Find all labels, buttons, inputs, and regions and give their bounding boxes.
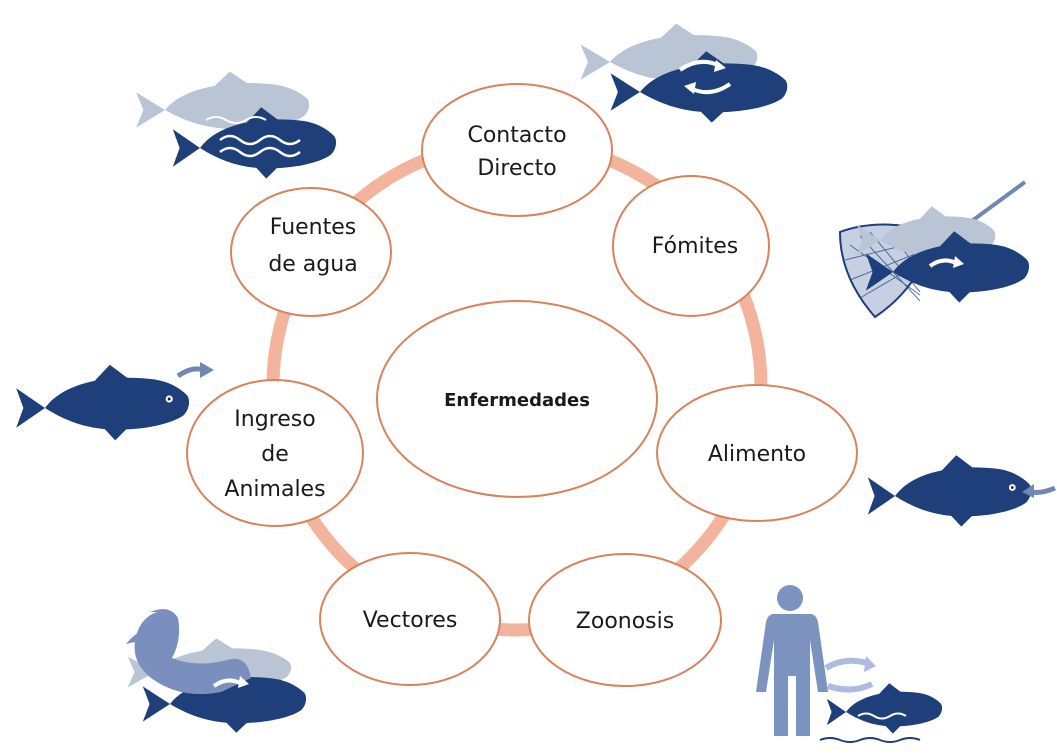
node-label: de agua — [268, 252, 357, 277]
incoming-fish-icon — [16, 362, 214, 441]
node-fomites: Fómites — [612, 175, 770, 317]
node-contacto-directo: Contacto Directo — [421, 83, 613, 217]
node-label: Contacto — [467, 123, 566, 148]
node-fuentes-agua: Fuentes de agua — [230, 187, 392, 317]
water-fish-icon — [136, 71, 337, 179]
person-zoonosis-icon — [756, 585, 943, 743]
node-label: Animales — [224, 477, 325, 502]
node-label: de — [261, 442, 289, 467]
feed-fish-icon — [867, 455, 1056, 527]
node-label: Alimento — [708, 442, 806, 467]
node-label: Fuentes — [270, 215, 357, 240]
node-label: Directo — [477, 156, 556, 181]
bird-vector-icon — [126, 609, 307, 733]
net-fish-icon — [838, 180, 1030, 319]
node-ingreso-animales: Ingreso de Animales — [186, 379, 364, 527]
center-label: Enfermedades — [444, 390, 590, 411]
contact-fish-icon — [580, 23, 788, 123]
node-label: Vectores — [363, 608, 458, 633]
center-node: Enfermedades — [376, 300, 658, 498]
node-alimento: Alimento — [656, 384, 858, 522]
node-label: Ingreso — [234, 407, 315, 432]
node-label: Zoonosis — [576, 609, 674, 634]
node-label: Fómites — [652, 234, 739, 259]
node-vectores: Vectores — [319, 552, 501, 686]
node-zoonosis: Zoonosis — [528, 553, 722, 687]
